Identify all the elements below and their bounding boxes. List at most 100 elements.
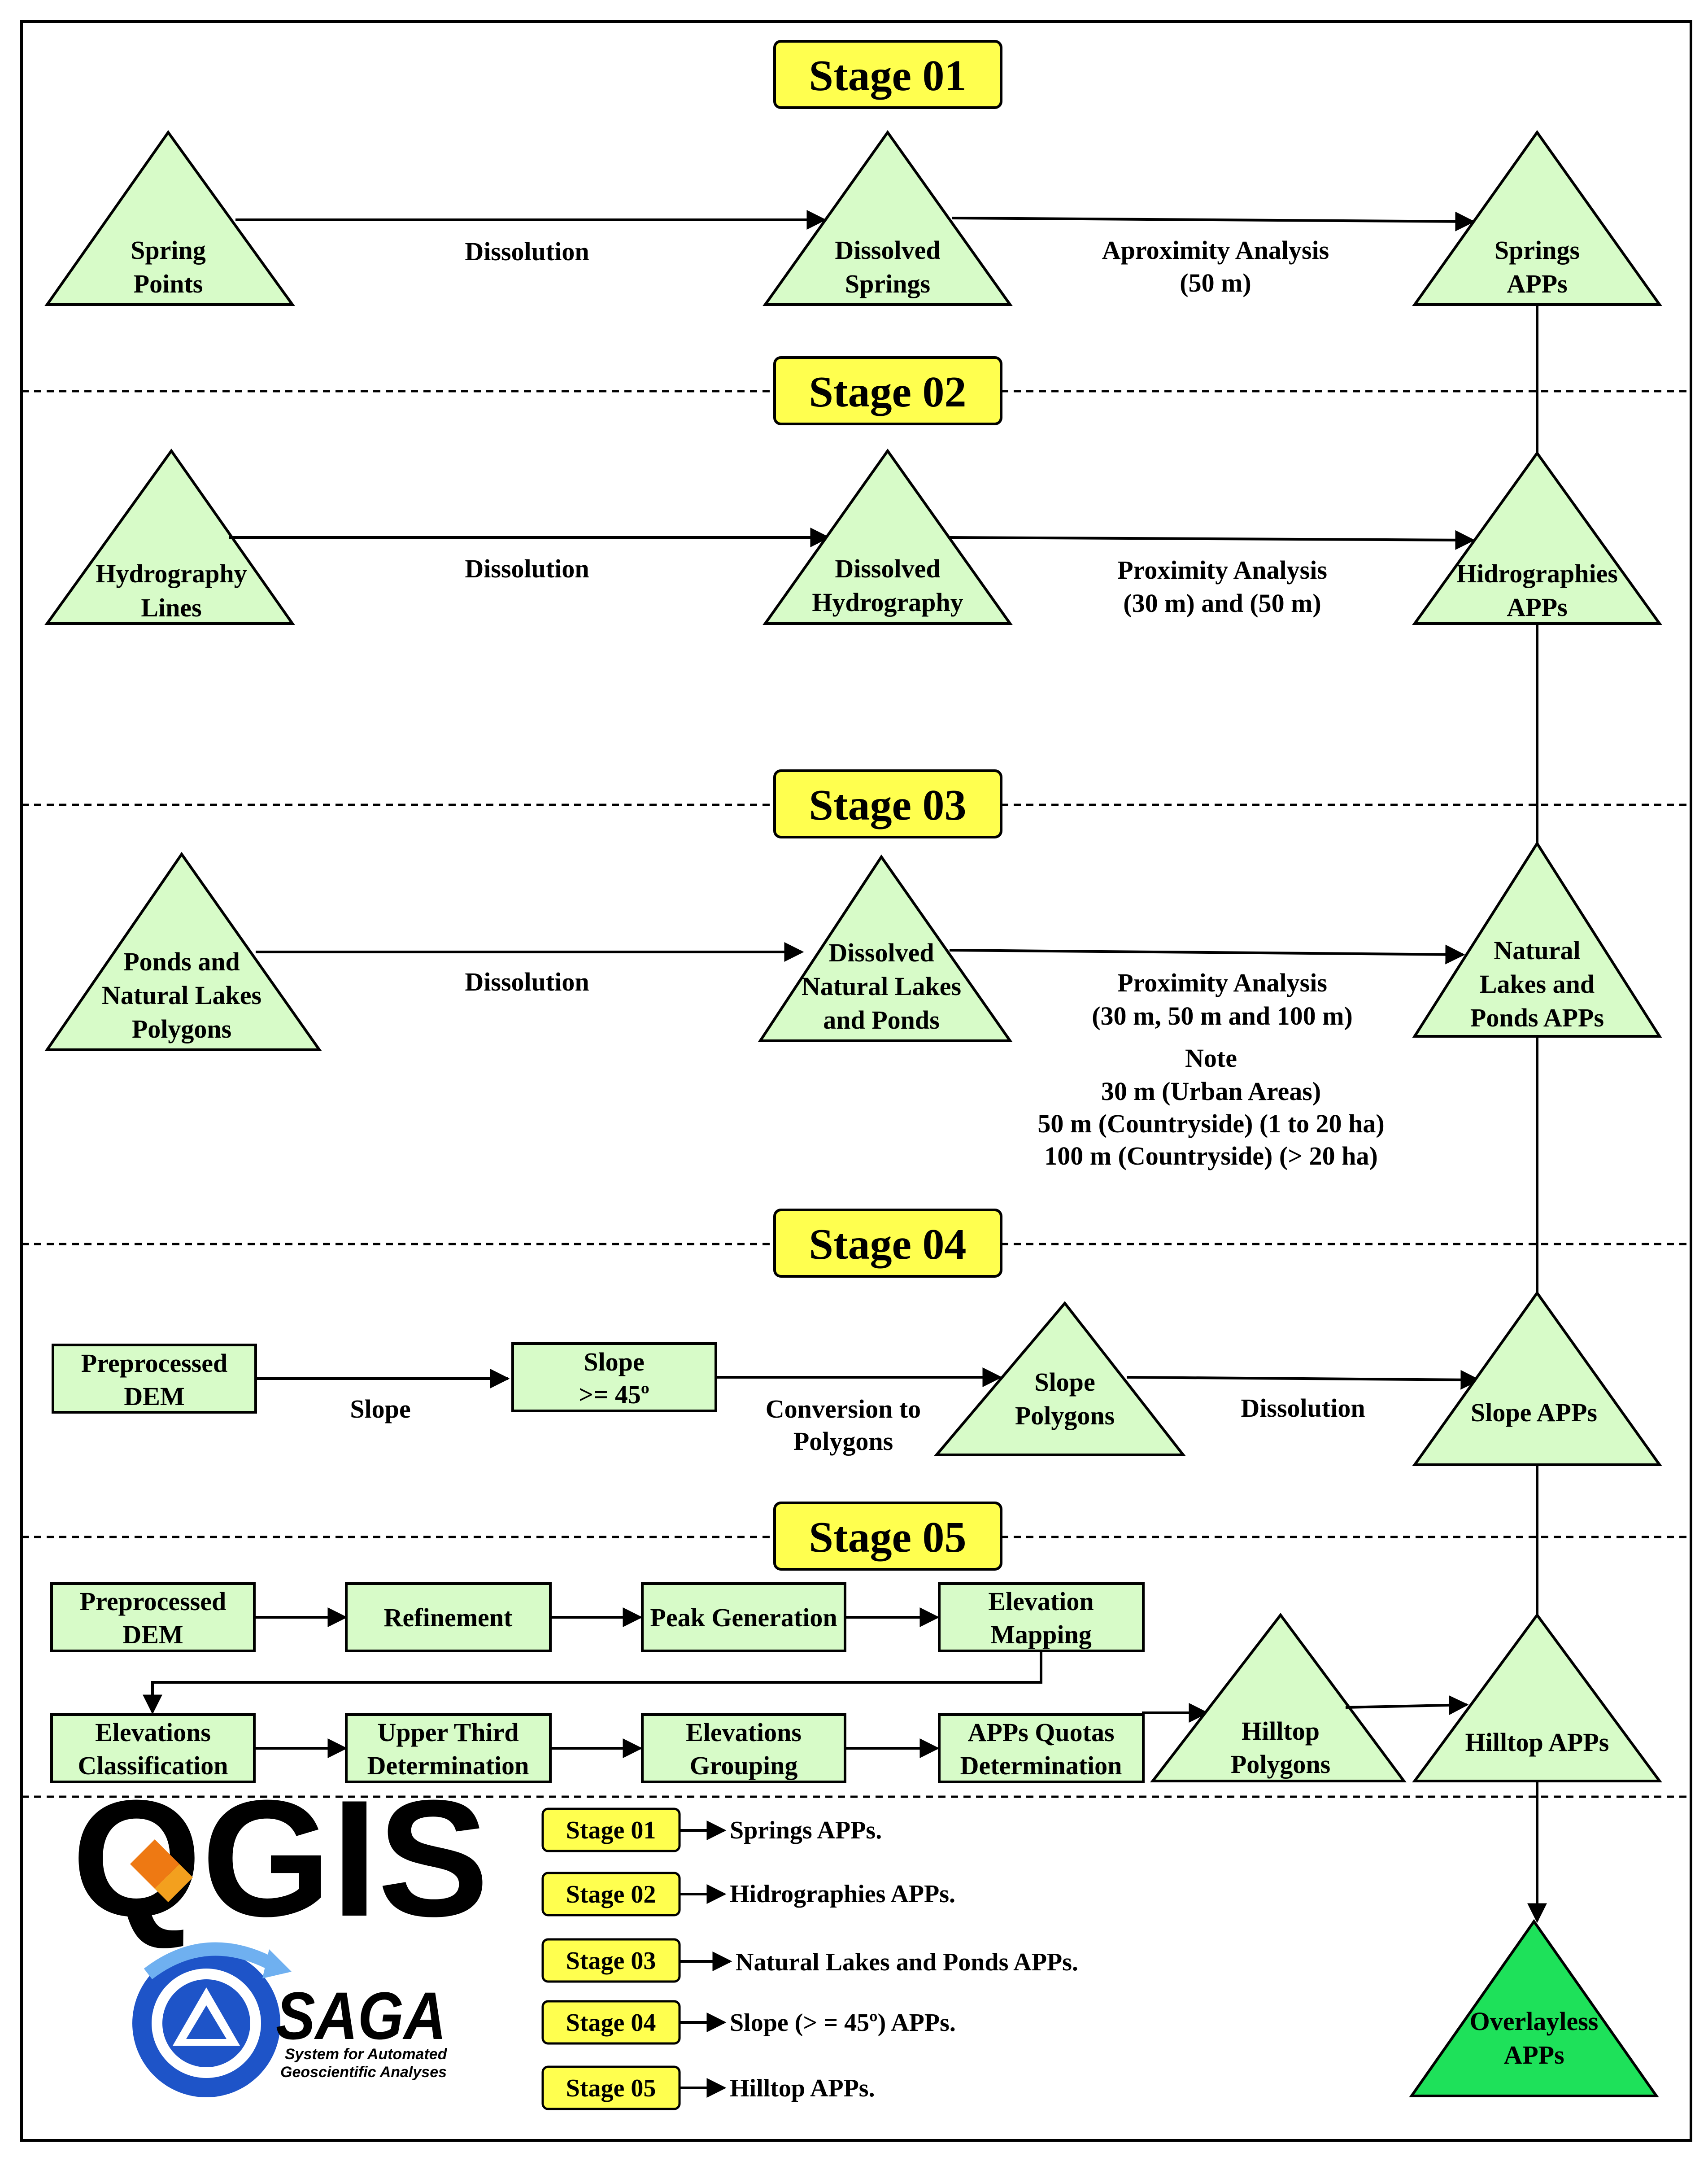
qgis-orange-mark-icon (130, 1839, 193, 1902)
label-aproximity-distance: (50 m) (1180, 268, 1251, 297)
node-lakes-apps: Natural Lakes and Ponds APPs (1412, 841, 1662, 1038)
arrow-polygons-to-hilltop-apps (1345, 1695, 1469, 1715)
label-proximity-distance-2: (30 m) and (50 m) (1123, 589, 1321, 618)
svg-text:Natural Lakes and Ponds APPs.: Natural Lakes and Ponds APPs. (736, 1948, 1078, 1976)
svg-text:APPs: APPs (1507, 269, 1567, 298)
svg-text:Determination: Determination (960, 1751, 1122, 1780)
label-aproximity-analysis: Aproximity Analysis (1102, 236, 1329, 265)
stage-05-title: Stage 05 (773, 1502, 1002, 1571)
saga-globe-icon (132, 1942, 292, 2097)
svg-text:Classification: Classification (78, 1751, 228, 1780)
label-conversion-polygons: Polygons (793, 1427, 893, 1456)
arrow-dissolved-to-springs-apps (951, 211, 1475, 231)
distance-note: Note 30 m (Urban Areas) 50 m (Countrysid… (1037, 1043, 1384, 1170)
svg-text:Points: Points (134, 269, 203, 298)
svg-text:Stage 02: Stage 02 (566, 1881, 656, 1908)
svg-text:Polygons: Polygons (1231, 1750, 1330, 1779)
node-hilltop-polygons: Hilltop Polygons (1150, 1613, 1407, 1782)
svg-text:Stage 05: Stage 05 (566, 2074, 656, 2102)
svg-text:Hilltop: Hilltop (1242, 1716, 1320, 1746)
legend: Stage 01 Springs APPs. Stage 02 Hidrogra… (541, 1807, 1078, 2110)
svg-text:Springs APPs.: Springs APPs. (730, 1816, 882, 1844)
svg-text:Hidrographies APPs.: Hidrographies APPs. (730, 1880, 955, 1908)
label-proximity-analysis-2: Proximity Analysis (1117, 555, 1327, 585)
arrow-mapping-to-classification (143, 1651, 1042, 1715)
svg-text:Stage 04: Stage 04 (566, 2009, 656, 2037)
stage-05-label: Stage 05 (809, 1513, 966, 1562)
svg-text:Dissolved: Dissolved (828, 938, 934, 967)
arrow-dissolved-to-lakes-apps (949, 944, 1465, 965)
node-slope-45: Slope >= 45º (511, 1342, 717, 1412)
svg-text:APPs Quotas: APPs Quotas (967, 1718, 1114, 1747)
svg-text:Natural Lakes: Natural Lakes (102, 981, 261, 1010)
node-elevations-classification: Elevations Classification (50, 1713, 256, 1783)
svg-text:Hilltop APPs: Hilltop APPs (1465, 1728, 1609, 1757)
svg-text:Slope (> = 45º) APPs.: Slope (> = 45º) APPs. (730, 2009, 956, 2037)
label-conversion: Conversion to (766, 1394, 921, 1423)
label-slope: Slope (350, 1394, 410, 1423)
node-spring-points: Spring Points (44, 130, 295, 306)
note-line-countryside-1-20: 50 m (Countryside) (1 to 20 ha) (1037, 1109, 1384, 1138)
svg-text:Upper Third: Upper Third (377, 1718, 518, 1747)
legend-item-stage-04: Stage 04 Slope (> = 45º) APPs. (541, 2000, 956, 2045)
svg-text:Springs: Springs (1494, 236, 1580, 265)
node-hidrographies-apps: Hidrographies APPs (1412, 450, 1662, 625)
saga-subtitle-1: System for Automated (285, 2046, 448, 2063)
svg-text:Peak Generation: Peak Generation (650, 1603, 837, 1632)
svg-text:DEM: DEM (122, 1620, 183, 1649)
arrow-polygons-to-slope-apps (1126, 1370, 1481, 1390)
legend-item-stage-01: Stage 01 Springs APPs. (541, 1807, 882, 1852)
stage-02-title: Stage 02 (773, 356, 1002, 425)
node-elevations-grouping: Elevations Grouping (641, 1713, 846, 1783)
stage-01-title: Stage 01 (773, 40, 1002, 109)
svg-text:Preprocessed: Preprocessed (81, 1349, 227, 1378)
node-hilltop-apps: Hilltop APPs (1412, 1612, 1662, 1782)
label-dissolution-4: Dissolution (1241, 1393, 1365, 1423)
svg-text:Slope APPs: Slope APPs (1471, 1398, 1597, 1427)
node-elevation-mapping: Elevation Mapping (938, 1582, 1145, 1652)
svg-text:Ponds and: Ponds and (123, 947, 240, 976)
svg-text:Spring: Spring (131, 236, 206, 265)
svg-text:Polygons: Polygons (1015, 1401, 1115, 1430)
saga-subtitle-2: Geoscientific Analyses (280, 2064, 447, 2081)
svg-text:Mapping: Mapping (990, 1620, 1092, 1649)
label-dissolution-1: Dissolution (465, 237, 589, 266)
svg-text:Refinement: Refinement (384, 1603, 513, 1632)
node-springs-apps: Springs APPs (1412, 130, 1662, 306)
svg-text:Hilltop APPs.: Hilltop APPs. (730, 2074, 875, 2102)
svg-text:Elevations: Elevations (686, 1718, 802, 1747)
label-dissolution-2: Dissolution (465, 554, 589, 583)
node-ponds-polygons: Ponds and Natural Lakes Polygons (44, 851, 322, 1051)
qgis-wordmark: QGIS (72, 1766, 489, 1951)
node-quotas: APPs Quotas Determination (938, 1713, 1145, 1783)
svg-text:Natural Lakes: Natural Lakes (802, 972, 961, 1001)
svg-text:Polygons: Polygons (132, 1014, 231, 1043)
svg-text:Lakes and: Lakes and (1480, 969, 1595, 999)
note-line-urban: 30 m (Urban Areas) (1101, 1077, 1321, 1106)
svg-text:Slope: Slope (584, 1347, 644, 1376)
svg-text:Hidrographies: Hidrographies (1456, 559, 1618, 588)
node-refinement: Refinement (345, 1582, 552, 1652)
svg-text:and Ponds: and Ponds (823, 1005, 940, 1035)
svg-text:APPs: APPs (1503, 2040, 1564, 2069)
qgis-logo: QGIS (72, 1766, 489, 1951)
svg-text:>= 45º: >= 45º (579, 1380, 649, 1409)
arrow-dissolved-to-hidrographies-apps (949, 530, 1475, 550)
svg-text:Preprocessed: Preprocessed (80, 1587, 226, 1616)
svg-text:DEM: DEM (124, 1382, 184, 1411)
svg-text:Dissolved: Dissolved (835, 236, 940, 265)
node-preprocessed-dem-5: Preprocessed DEM (50, 1582, 256, 1652)
stage-01-label: Stage 01 (809, 52, 966, 100)
node-overlayless-apps: Overlayless APPs (1409, 1919, 1659, 2097)
arrow-quotas-to-hilltop-polygons (1142, 1703, 1209, 1748)
stage-04-title: Stage 04 (773, 1209, 1002, 1278)
node-dissolved-hydrography: Dissolved Hydrography (762, 448, 1013, 625)
svg-text:Grouping: Grouping (690, 1751, 798, 1780)
legend-item-stage-03: Stage 03 Natural Lakes and Ponds APPs. (541, 1938, 1078, 1983)
svg-text:Hydrography: Hydrography (96, 559, 247, 588)
stage-03-title: Stage 03 (773, 769, 1002, 838)
svg-text:Hydrography: Hydrography (812, 588, 963, 617)
stage-04-label: Stage 04 (809, 1220, 966, 1269)
svg-text:Ponds APPs: Ponds APPs (1470, 1003, 1604, 1032)
node-slope-apps: Slope APPs (1412, 1290, 1662, 1466)
